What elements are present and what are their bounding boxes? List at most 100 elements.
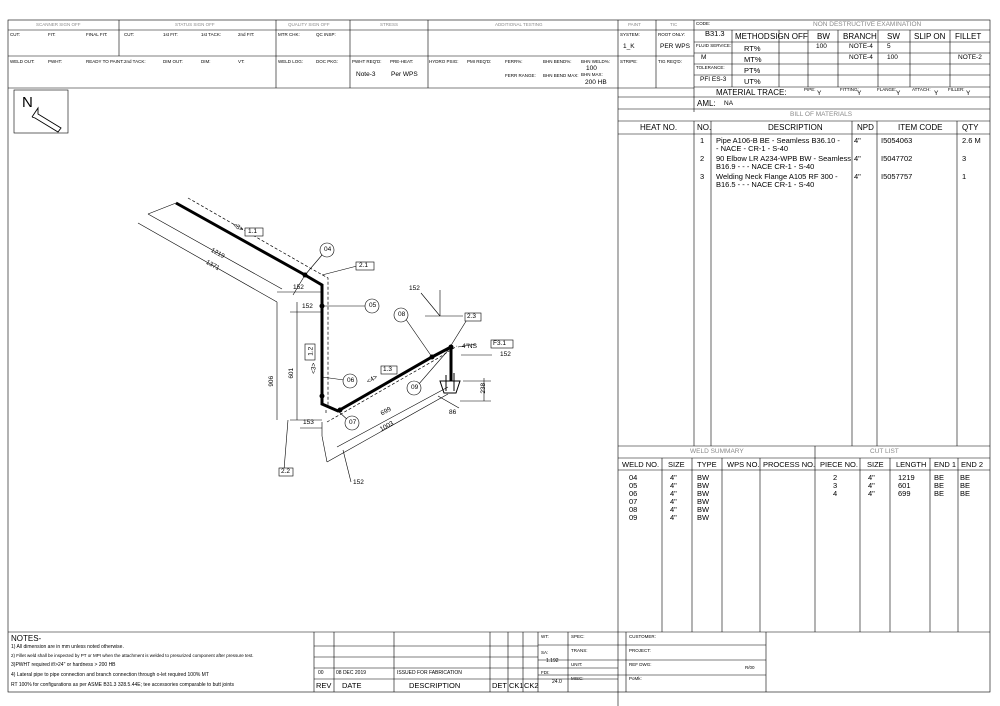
cl-header-length: LENGTH: [896, 460, 927, 469]
weld-summary-title: WELD SUMMARY: [690, 448, 744, 455]
nde-rt-sw: 5: [887, 43, 891, 50]
cl-row-end2: BE: [960, 473, 971, 482]
value-pfi: PFI ES-3: [700, 76, 727, 83]
bom-header-npd: NPD: [857, 123, 874, 132]
ws-header-type: TYPE: [697, 460, 717, 469]
rev-ck2-header: CK2: [524, 681, 539, 690]
rev-desc-value: ISSUED FOR FABRICATION: [397, 670, 462, 676]
ns-label: 4"NS: [462, 343, 477, 350]
dim-152-e: 152: [353, 479, 364, 486]
label-bhn-bend-max: BHN BEND MAX:: [543, 73, 579, 78]
ws-row-no: 06: [629, 489, 638, 498]
cl-header-piece-no: PIECE NO.: [820, 460, 858, 469]
dim-152-d: 152: [500, 351, 511, 358]
label-cut: CUT:: [10, 32, 20, 37]
ws-row-no: 07: [629, 497, 638, 506]
ws-row-type: BW: [697, 505, 710, 514]
label-2nd-tack: 2nd TACK:: [124, 59, 146, 64]
dim-153: 153: [303, 419, 314, 426]
ws-header-size: SIZE: [668, 460, 685, 469]
cl-header-end-1: END 1: [934, 460, 957, 469]
sa-value: 1.192: [546, 658, 559, 664]
mt-pipe-value: Y: [817, 90, 822, 97]
north-arrow-icon: [31, 106, 62, 133]
rev-ck1-header: CK1: [509, 681, 524, 690]
bom-row-1-desc-1: Pipe A106-B BE - Seamless B36.10 -: [716, 136, 840, 145]
label-ferr-range: FERR RANGE:: [505, 73, 536, 78]
bom-row-3-npd: 4": [854, 172, 861, 181]
marker-1-2: <3>: [310, 362, 318, 374]
mt-filler-value: Y: [966, 90, 971, 97]
value-bhn-weld: 100: [586, 65, 597, 72]
value-code: B31.3: [705, 29, 725, 38]
label-root-only: ROOT ONLY:: [658, 32, 686, 37]
north-label: N: [22, 94, 33, 111]
bom-header-no: NO.: [697, 123, 712, 132]
nde-method-pt: PT%: [744, 66, 761, 75]
fdi-value: 24.0: [552, 679, 562, 685]
label-mtr-chk: MTR CHK:: [278, 32, 300, 37]
section-title-additional-testing: ADDITIONAL TESTING: [495, 22, 543, 27]
bom-row-3-desc-1: Welding Neck Flange A105 RF 300 -: [716, 172, 838, 181]
mt-attach-value: Y: [934, 90, 939, 97]
label-cut-2: CUT:: [124, 32, 134, 37]
weld-bubble-04: 04: [324, 246, 332, 253]
bom-row-2-desc-2: B16.9 - - - NACE CR-1 - S-40: [716, 162, 815, 171]
ws-row-size: 4": [670, 497, 677, 506]
nde-header-branch: BRANCH: [843, 32, 877, 41]
project-label: PROJECT:: [629, 648, 651, 653]
cl-row-size: 4": [868, 481, 875, 490]
bom-row-3-desc-2: B16.5 - - - NACE CR-1 - S-40: [716, 180, 815, 189]
bom-row-1-no: 1: [700, 136, 705, 145]
cl-row-end1: BE: [934, 473, 945, 482]
ws-row-no: 05: [629, 481, 638, 490]
label-code: CODE:: [696, 21, 711, 26]
label-ferr: FERR%:: [505, 59, 523, 64]
cl-row-end1: BE: [934, 481, 945, 490]
material-trace-label: MATERIAL TRACE:: [716, 88, 787, 97]
nde-title: NON DESTRUCTIVE EXAMINATION: [813, 21, 922, 28]
cl-row-end1: BE: [934, 489, 945, 498]
nde-method-ut: UT%: [744, 77, 761, 86]
label-doc-pkg: DOC PKG:: [316, 59, 339, 64]
ws-row-no: 08: [629, 505, 638, 514]
mt-pipe-label: PIPE:: [804, 87, 816, 92]
notes-title: NOTES-: [11, 634, 42, 643]
spec-label: SPEC:: [571, 634, 585, 639]
nde-header-bw: BW: [817, 32, 830, 41]
bom-row-2-no: 2: [700, 154, 705, 163]
bom-row-3-qty: 1: [962, 172, 967, 181]
nde-rt-branch: NOTE-4: [849, 43, 873, 50]
cl-row-end2: BE: [960, 489, 971, 498]
value-pre-heat: Per WPS: [391, 71, 418, 78]
bom-row-2-qty: 3: [962, 154, 967, 163]
nde-rt-bw: 100: [816, 43, 827, 50]
cl-row-piece: 4: [833, 489, 838, 498]
misc-label: MISC:: [571, 676, 584, 681]
bom-header-description: DESCRIPTION: [768, 123, 823, 132]
label-vt: VT:: [238, 59, 245, 64]
label-weld-log: WELD LOG:: [278, 59, 304, 64]
label-tig-reqd: TIG REQ'D:: [658, 59, 682, 64]
unit-label: UNIT:: [571, 662, 583, 667]
trans-label: TRANS:: [571, 648, 588, 653]
section-title-tic: TIC: [670, 22, 678, 27]
cl-row-length: 1219: [898, 473, 915, 482]
ws-row-size: 4": [670, 505, 677, 514]
mt-flange-value: Y: [896, 90, 901, 97]
value-root-only: PER WPS: [660, 43, 690, 50]
cl-row-piece: 3: [833, 481, 838, 490]
note-line-1: 1) All dimension are in mm unless noted …: [11, 644, 124, 650]
piece-mark-2-1: 2.1: [359, 262, 369, 269]
section-title-paint: PAINT: [628, 22, 641, 27]
ws-row-no: 09: [629, 513, 638, 522]
piece-mark-1-3: 1.3: [383, 366, 393, 373]
bom-row-2-desc-1: 90 Elbow LR A234-WPB BW - Seamless: [716, 154, 852, 163]
ws-header-weld-no: WELD NO.: [622, 460, 660, 469]
nde-mt-sw: 100: [887, 54, 898, 61]
bom-row-2-npd: 4": [854, 154, 861, 163]
label-qc-insp: QC INSP:: [316, 32, 336, 37]
piece-mark-f3-1: F3.1: [493, 340, 507, 347]
